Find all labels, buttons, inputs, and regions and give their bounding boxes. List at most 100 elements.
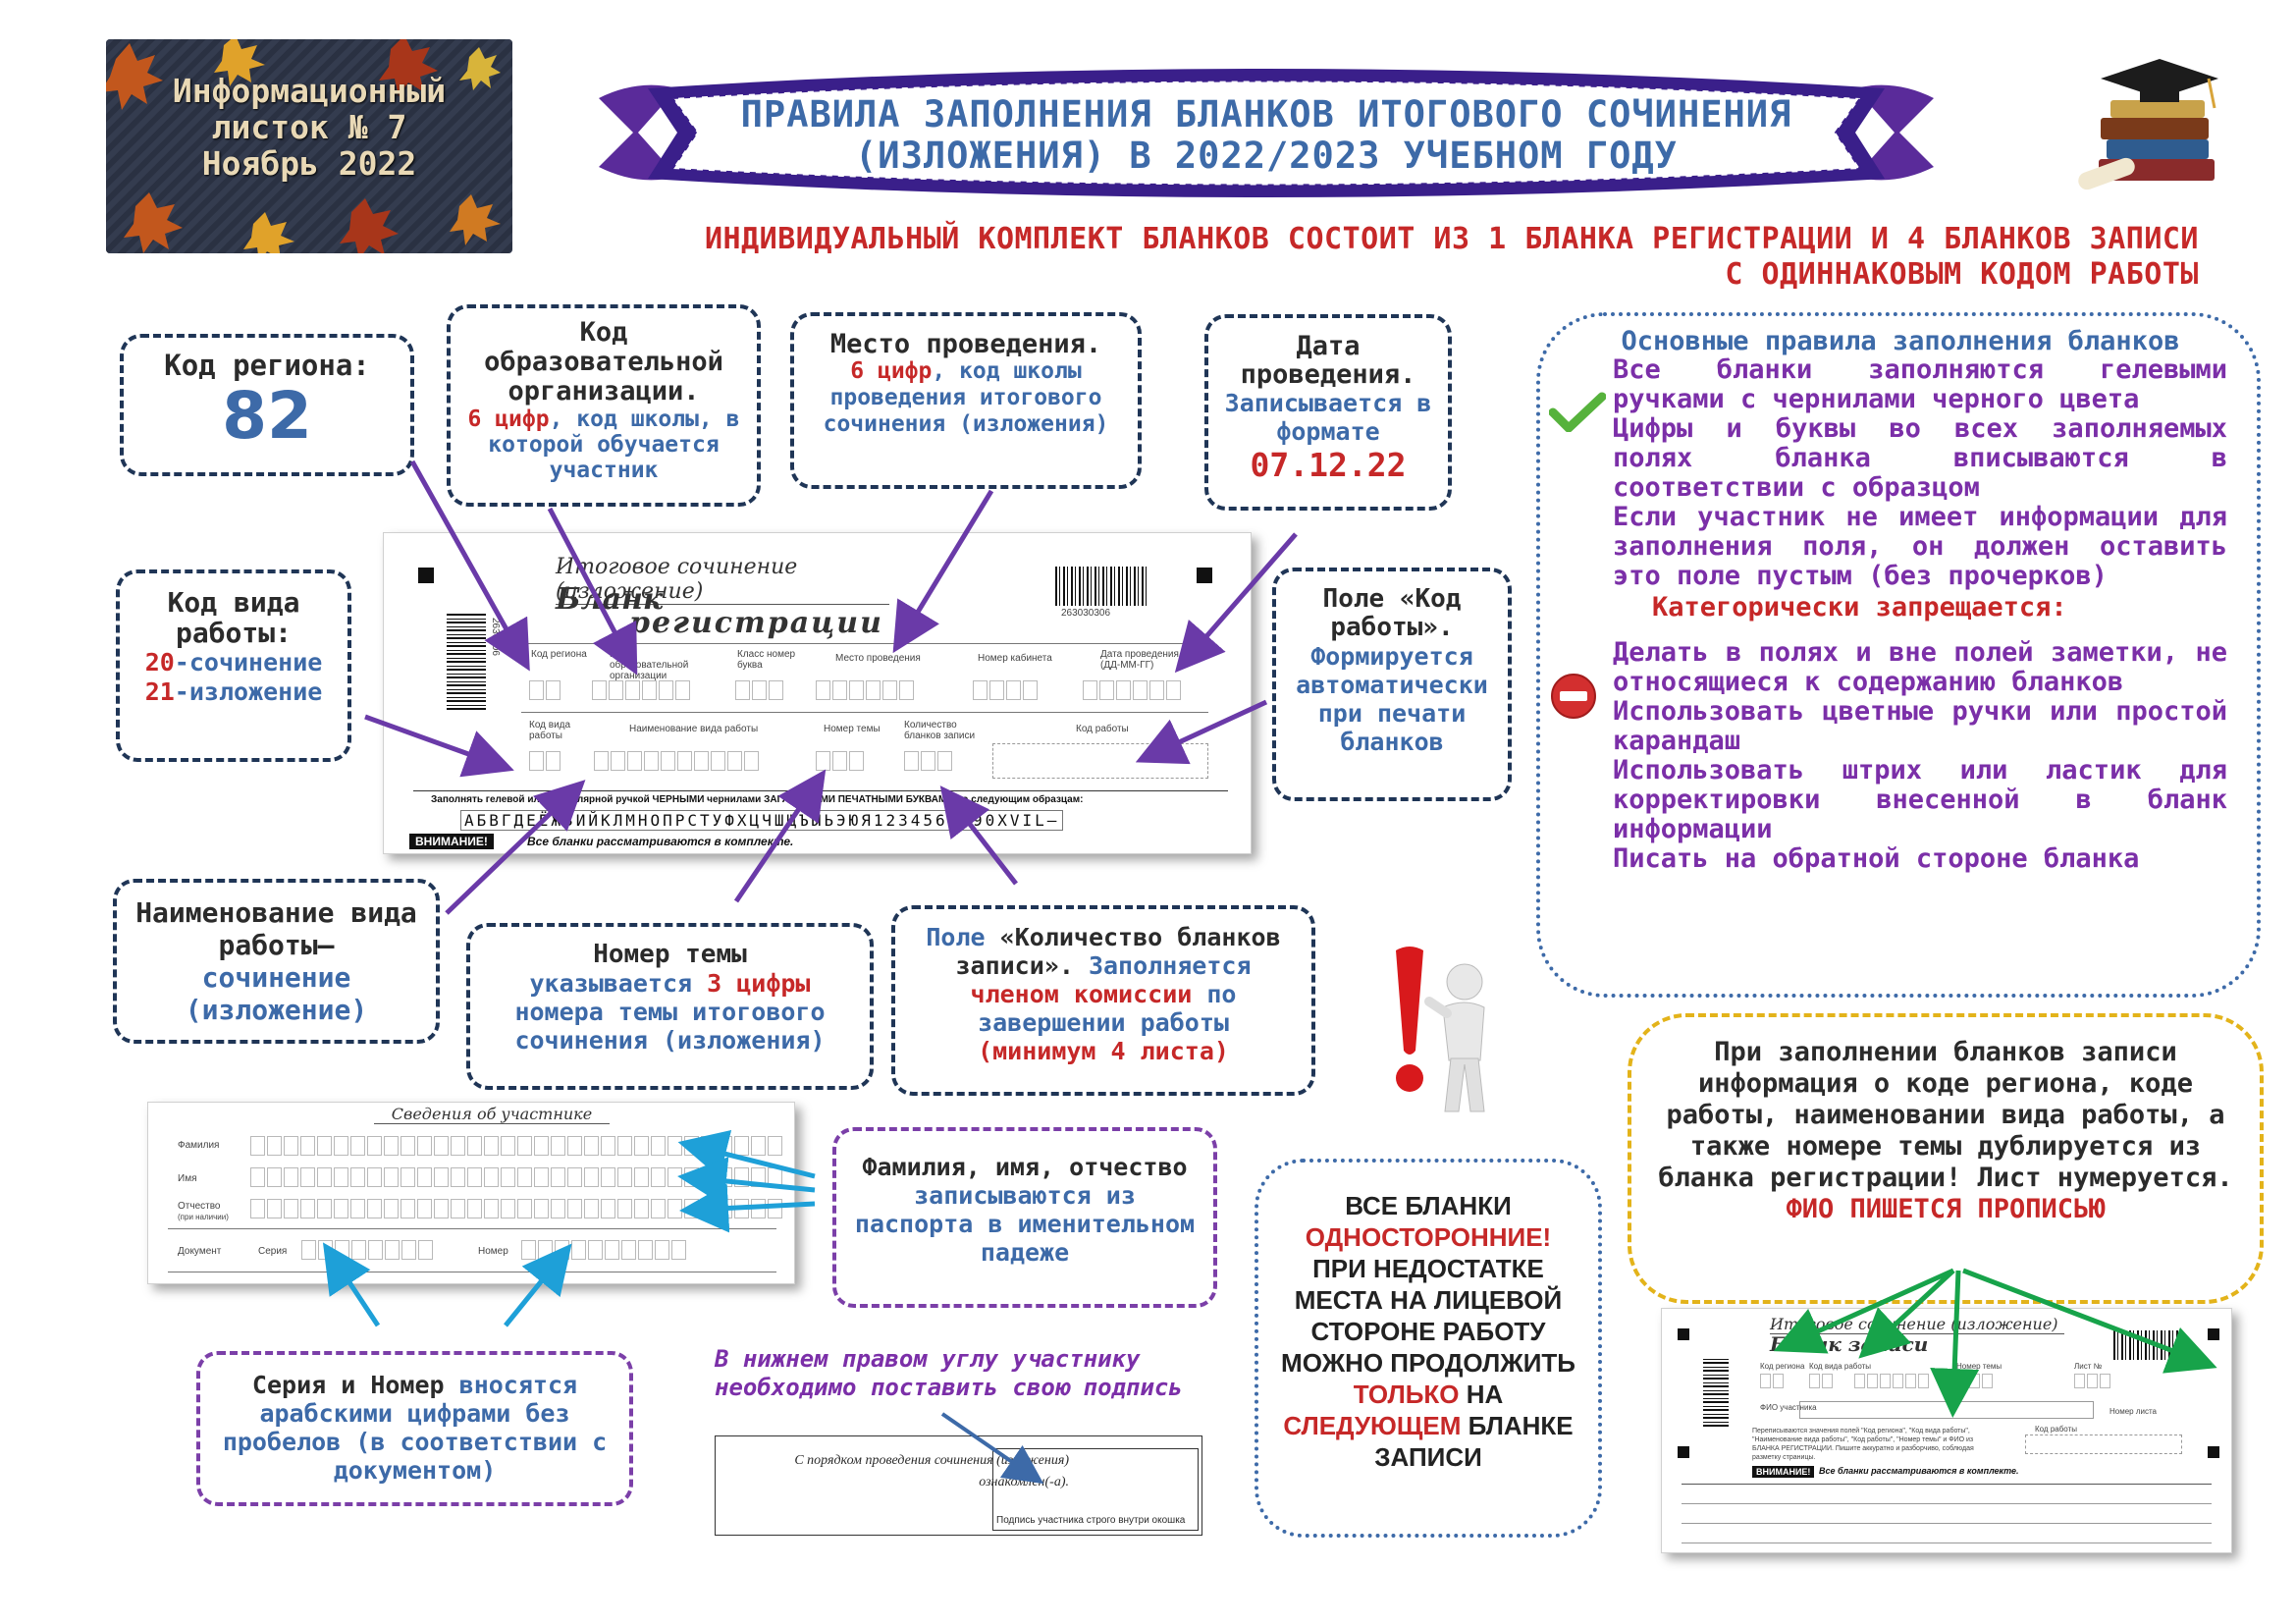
- record-barcode: [2113, 1330, 2182, 1360]
- series-rest: арабскими цифрами без пробелов (в соотве…: [222, 1399, 608, 1485]
- org-code-digits: 6 цифр: [467, 406, 550, 432]
- place-code-box: Место проведения. 6 цифр, код школы пров…: [790, 312, 1142, 489]
- date-value: 07.12.22: [1250, 446, 1407, 484]
- prohibited-icon: [1551, 674, 1596, 719]
- participant-number-label: Номер: [478, 1246, 508, 1257]
- topic-text: номера темы итогового сочинения (изложен…: [514, 998, 826, 1055]
- graduation-books-icon: [2078, 59, 2218, 190]
- sheet-count-box: Поле «Количество бланков записи». Заполн…: [891, 905, 1315, 1096]
- rule-item: Если участник не имеет информации для за…: [1613, 502, 2227, 591]
- info-line1: Информационный: [172, 72, 447, 110]
- record-label-topic: Номер темы: [1956, 1362, 2002, 1371]
- date-format-text: Записывается в формате: [1224, 389, 1432, 446]
- work-type-box: Код вида работы: 20-сочинение 21-изложен…: [116, 569, 351, 762]
- region-code-box: Код региона: 82: [120, 334, 414, 476]
- work-type-20-text: -сочинение: [174, 648, 323, 677]
- participant-series-label: Серия: [258, 1246, 288, 1257]
- topic-digits: 3 цифры: [707, 969, 811, 998]
- reg-label-date: Дата проведения (ДД-ММ-ГГ): [1100, 649, 1179, 671]
- record-note: Переписываются значения полей "Код регио…: [1752, 1428, 1974, 1461]
- record-form-title: Бланк записи: [1770, 1332, 1929, 1356]
- subtitle-line1: ИНДИВИДУАЛЬНЫЙ КОМПЛЕКТ БЛАНКОВ СОСТОИТ …: [704, 222, 2199, 256]
- work-type-21-code: 21: [144, 677, 175, 706]
- record-label-region: Код региона: [1760, 1362, 1805, 1371]
- record-form-header: Итоговое сочинение (изложение): [1770, 1315, 2064, 1334]
- date-title: Дата проведения.: [1240, 331, 1416, 390]
- one-sided-line5: НА: [1459, 1380, 1504, 1409]
- signature-caption: Подпись участника строго внутри окошка: [996, 1515, 1186, 1526]
- reg-barcode-number: 263030306: [1061, 608, 1111, 619]
- exclamation-figure-icon: [1396, 947, 1485, 1112]
- subtitle-line2: С ОДИННАКОВЫМ КОДОМ РАБОТЫ: [1725, 257, 2199, 292]
- participant-name-label: Имя: [178, 1173, 197, 1184]
- one-sided-line6: СЛЕДУЮЩЕМ: [1283, 1411, 1462, 1440]
- one-sided-line4: ТОЛЬКО: [1353, 1380, 1460, 1409]
- participant-document-label: Документ: [178, 1246, 222, 1257]
- forbidden-item: Делать в полях и вне полей заметки, не о…: [1613, 637, 2227, 697]
- one-sided-line2: ОДНОСТОРОННИЕ!: [1305, 1222, 1552, 1252]
- record-attention-label: ВНИМАНИЕ!: [1752, 1466, 1815, 1478]
- rules-title: Основные правила заполнения бланков: [1621, 326, 2180, 356]
- record-side-barcode: [1703, 1358, 1729, 1427]
- org-code-box: Код образовательной организации. 6 цифр,…: [447, 304, 761, 507]
- work-code-title: Поле «Код работы».: [1322, 584, 1462, 642]
- sheets-title: «Количество бланков записи».: [955, 923, 1281, 980]
- sheets-mid: Заполняется: [1073, 951, 1252, 980]
- participant-patronymic-note: (при наличии): [178, 1213, 229, 1221]
- rule-item: Все бланки заполняются гелевыми ручками …: [1613, 354, 2227, 414]
- basic-rules-box: Основные правила заполнения бланков Все …: [1536, 312, 2261, 998]
- title-banner: ПРАВИЛА ЗАПОЛНЕНИЯ БЛАНКОВ ИТОГОВОГО СОЧ…: [579, 59, 1953, 206]
- reg-label-work-name: Наименование вида работы: [629, 724, 759, 734]
- one-sided-box: ВСЕ БЛАНКИ ОДНОСТОРОННИЕ! ПРИ НЕДОСТАТКЕ…: [1255, 1159, 1602, 1538]
- reg-label-place: Место проведения: [835, 653, 921, 664]
- title-line2: (ИЗЛОЖЕНИЯ) В 2022/2023 УЧЕБНОМ ГОДУ: [855, 135, 1678, 177]
- topic-number-box: Номер темы указывается 3 цифры номера те…: [466, 923, 874, 1090]
- reg-form-title-2: регистрации: [629, 606, 883, 640]
- reg-label-org: Код образовательной организации: [610, 649, 689, 681]
- record-label-sheet-no: Номер листа: [2109, 1407, 2158, 1416]
- reg-label-room: Номер кабинета: [978, 653, 1052, 664]
- signature-field: [992, 1448, 1199, 1531]
- reg-label-work-code: Код работы: [1076, 724, 1129, 734]
- forbidden-item: Использовать цветные ручки или простой к…: [1613, 696, 2227, 756]
- reg-attention-text: Все бланки рассматриваются в комплекте.: [527, 835, 794, 848]
- participant-surname-label: Фамилия: [178, 1140, 220, 1151]
- work-name-title: Наименование вида работы–: [135, 896, 417, 961]
- org-code-title: Код образовательной организации.: [484, 317, 723, 406]
- participant-form-header: Сведения об участнике: [374, 1105, 610, 1124]
- record-attention-text: Все бланки рассматриваются в комплекте.: [1819, 1466, 2019, 1476]
- reg-sample-caption: Заполнять гелевой или капиллярной ручкой…: [431, 794, 1084, 805]
- sheets-min: (минимум 4 листа): [978, 1037, 1229, 1065]
- record-label-sheet: Лист №: [2074, 1362, 2103, 1371]
- reg-side-barcode: [447, 612, 486, 710]
- series-title: Серия и Номер: [251, 1371, 445, 1399]
- fio-rest: из паспорта в именительном падеже: [854, 1181, 1196, 1267]
- work-name-text: сочинение (изложение): [185, 961, 368, 1026]
- work-name-box: Наименование вида работы– сочинение (изл…: [113, 879, 440, 1044]
- record-form-image: Итоговое сочинение (изложение) Бланк зап…: [1661, 1308, 2232, 1553]
- forbidden-title: Категорически запрещается:: [1652, 592, 2067, 623]
- record-label-work: Код работы: [2035, 1425, 2077, 1434]
- series-number-box: Серия и Номер вносятся арабскими цифрами…: [196, 1351, 633, 1506]
- topic-title: Номер темы: [593, 940, 747, 969]
- org-code-text: , код школы, в которой обучается участни…: [488, 406, 740, 483]
- duplicate-text: При заполнении бланков записи информация…: [1658, 1037, 2233, 1193]
- checkmark-icon: [1549, 392, 1606, 432]
- place-title: Место проведения.: [829, 329, 1102, 359]
- info-line2: листок № 7: [211, 108, 407, 146]
- reg-barcode: [1055, 567, 1149, 606]
- fio-mid: записываются: [914, 1181, 1092, 1210]
- fio-title: Фамилия, имя, отчество: [862, 1153, 1188, 1181]
- work-type-21-text: -изложение: [174, 677, 323, 706]
- place-digits: 6 цифр: [850, 358, 933, 384]
- reg-label-sheets: Количество бланков записи: [904, 720, 976, 741]
- place-text: , код школы проведения итогового сочинен…: [823, 358, 1109, 437]
- work-code-box: Поле «Код работы». Формируется автоматич…: [1272, 568, 1512, 801]
- rule-item: Цифры и буквы во всех заполняемых полях …: [1613, 413, 2227, 503]
- autumn-leaves-decoration: [106, 39, 501, 253]
- record-label-fio: ФИО участника: [1760, 1403, 1817, 1412]
- reg-label-class: Класс номер буква: [737, 649, 796, 671]
- reg-label-topic: Номер темы: [824, 724, 881, 734]
- forbidden-item: Использовать штрих или ластик для коррек…: [1613, 755, 2227, 844]
- series-mid: вносятся: [444, 1371, 578, 1399]
